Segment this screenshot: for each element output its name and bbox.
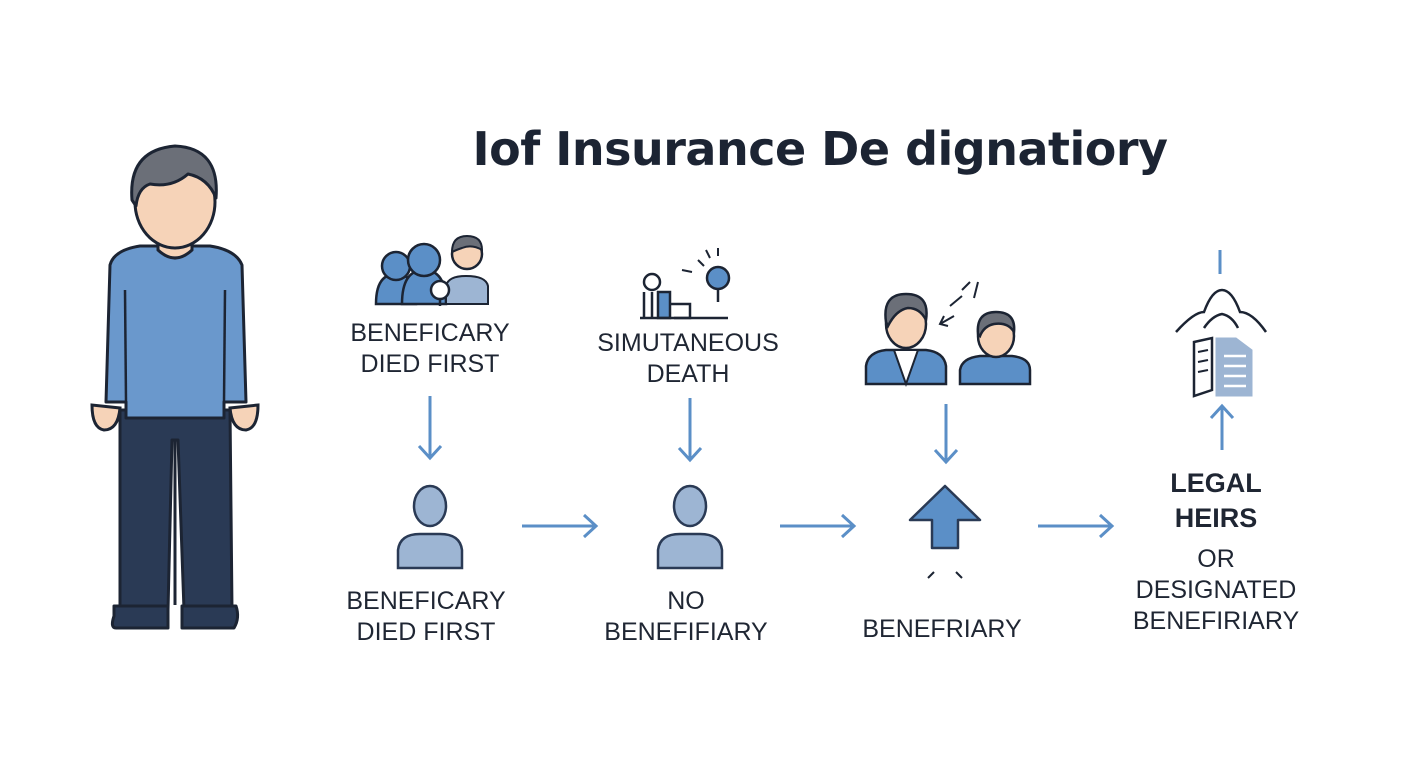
up-arrow-icon xyxy=(908,484,982,579)
person-silhouette-icon xyxy=(656,484,724,570)
down-arrow-2 xyxy=(677,398,703,463)
outcome-label-legal-heirs: LEGAL HEIRS xyxy=(1170,468,1262,533)
legal-document-icon xyxy=(1175,250,1268,398)
simultaneous-death-icon xyxy=(640,248,731,320)
right-arrow-3 xyxy=(1038,513,1115,539)
down-arrow-3 xyxy=(933,404,959,465)
person-silhouette-icon xyxy=(396,484,464,570)
outcome-label-beneficiary: BENEFRIARY xyxy=(862,615,1022,643)
two-people-icon xyxy=(864,281,1032,388)
outcome-label-designated-beneficiary: OR DESIGNATED BENEFIRIARY xyxy=(1132,545,1300,635)
outcome-label-beneficiary-died-first: BENEFICARY DIED FIRST xyxy=(346,587,506,646)
diagram-title: Iof Insurance De dignatiory xyxy=(472,122,1168,176)
standing-man-icon xyxy=(90,144,260,630)
stage-label-simultaneous-death: SIMUTANEOUS DEATH xyxy=(597,329,779,388)
right-arrow-1 xyxy=(522,513,599,539)
stage-label-beneficiary-died-first: BENEFICARY DIED FIRST xyxy=(350,319,510,378)
outcome-label-no-beneficiary: NO BENEFIFIARY xyxy=(604,587,768,646)
up-arrow-4 xyxy=(1209,403,1235,450)
group-people-icon xyxy=(374,234,489,306)
down-arrow-1 xyxy=(417,396,443,461)
right-arrow-2 xyxy=(780,513,857,539)
